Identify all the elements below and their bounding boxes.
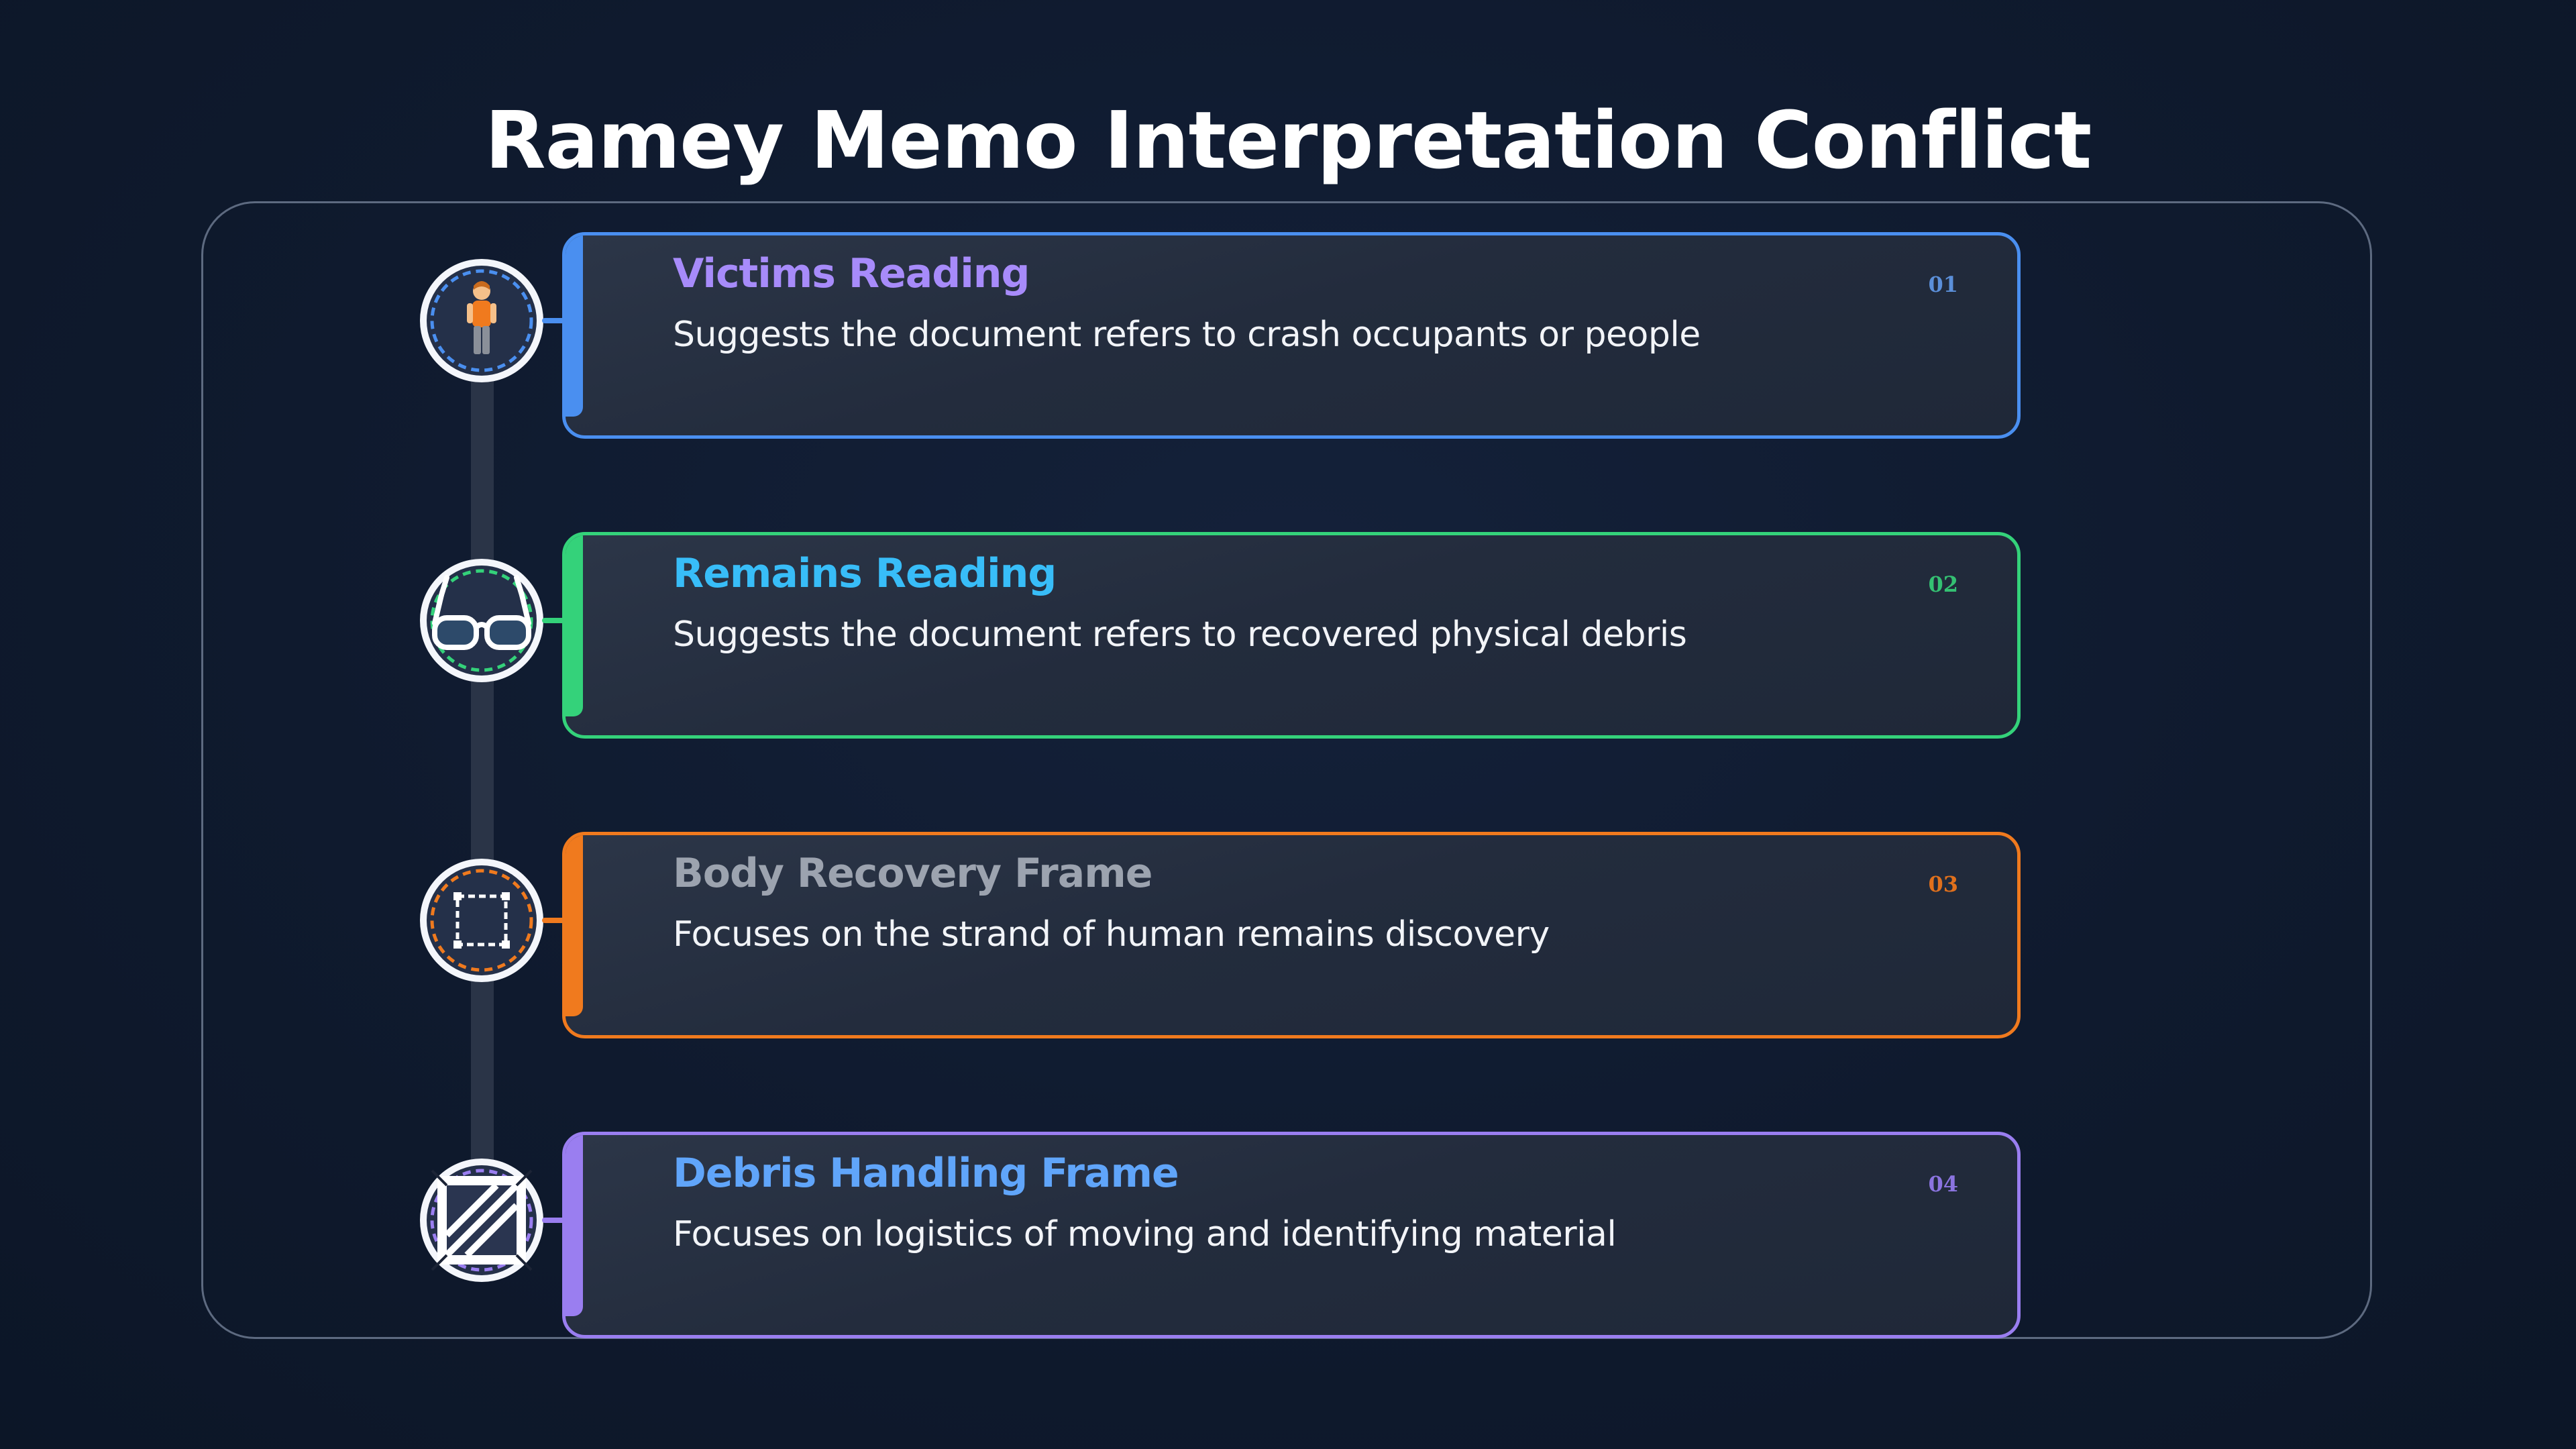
card-number: 03 [1928, 871, 1958, 897]
connector-3 [542, 918, 566, 923]
card-number: 02 [1928, 572, 1958, 597]
card-remains-reading: Remains Reading Suggests the document re… [562, 532, 2021, 739]
card-victims-reading: Victims Reading Suggests the document re… [562, 232, 2021, 439]
connector-1 [542, 318, 566, 323]
card-number: 01 [1928, 272, 1958, 297]
card-description: Suggests the document refers to crash oc… [673, 315, 1701, 355]
timeline-node-3 [420, 859, 543, 982]
timeline-node-1 [420, 259, 543, 382]
card-number: 04 [1928, 1171, 1958, 1197]
card-accent [566, 235, 583, 417]
card-accent [566, 835, 583, 1016]
card-description: Focuses on the strand of human remains d… [673, 914, 1550, 955]
glasses-icon [430, 569, 533, 672]
timeline-node-2 [420, 559, 543, 682]
card-title: Victims Reading [673, 250, 1030, 297]
selection-frame-icon [430, 869, 533, 972]
connector-2 [542, 618, 566, 623]
card-description: Suggests the document refers to recovere… [673, 614, 1687, 655]
crate-icon [430, 1169, 533, 1272]
card-title: Remains Reading [673, 550, 1057, 597]
card-title: Body Recovery Frame [673, 850, 1152, 897]
card-accent [566, 535, 583, 716]
page-title: Ramey Memo Interpretation Conflict [484, 94, 2092, 186]
card-debris-handling-frame: Debris Handling Frame Focuses on logisti… [562, 1132, 2021, 1338]
card-accent [566, 1135, 583, 1316]
timeline-node-4 [420, 1159, 543, 1282]
card-title: Debris Handling Frame [673, 1150, 1179, 1197]
person-icon [430, 269, 533, 372]
timeline-spine [471, 322, 494, 1234]
card-description: Focuses on logistics of moving and ident… [673, 1214, 1617, 1254]
connector-4 [542, 1218, 566, 1223]
card-body-recovery-frame: Body Recovery Frame Focuses on the stran… [562, 832, 2021, 1038]
